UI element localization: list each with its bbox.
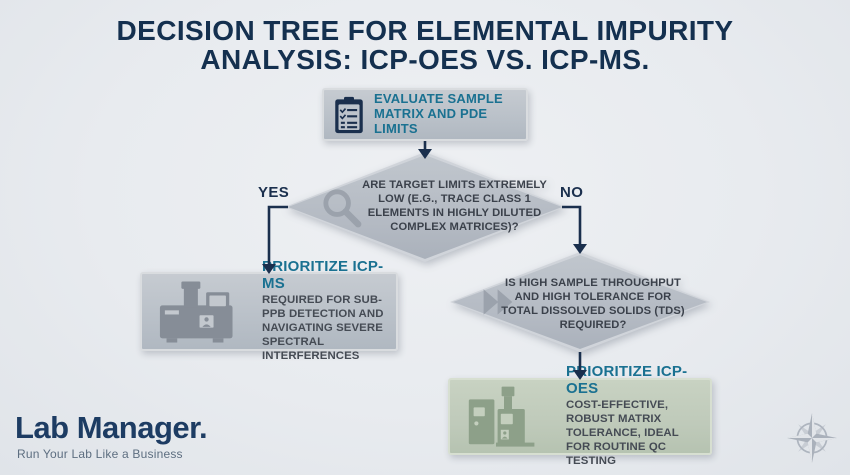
decision-node-throughput-tds: IS HIGH SAMPLE THROUGHPUT AND HIGH TOLER…	[450, 252, 710, 352]
fast-forward-icon	[482, 288, 516, 321]
outcome-icp-oes-description: COST-EFFECTIVE, ROBUST MATRIX TOLERANCE,…	[566, 399, 679, 467]
clipboard-checklist-icon	[334, 96, 364, 134]
outcome-icp-ms-title: PRIORITIZE ICP-MS	[262, 258, 384, 292]
lab-manager-logo: Lab Manager.	[15, 410, 208, 445]
magnifier-icon	[321, 187, 363, 234]
branch-label-yes: YES	[258, 184, 290, 201]
icp-ms-instrument-icon	[150, 279, 254, 345]
branch-label-no: NO	[560, 184, 584, 201]
outcome-icp-ms-description: REQUIRED FOR SUB-PPB DETECTION AND NAVIG…	[262, 294, 384, 362]
start-node-evaluate-sample: EVALUATE SAMPLE MATRIX AND PDE LIMITS	[322, 88, 528, 141]
outcome-icp-oes-title: PRIORITIZE ICP-OES	[566, 363, 688, 397]
icp-oes-instrument-icon	[458, 385, 558, 449]
decision1-question: ARE TARGET LIMITS EXTREMELY LOW (E.G., T…	[362, 179, 547, 233]
page-title-line1: DECISION TREE FOR ELEMENTAL IMPURITY	[116, 15, 734, 46]
start-node-label: EVALUATE SAMPLE MATRIX AND PDE LIMITS	[374, 91, 503, 136]
decision-node-target-limits: ARE TARGET LIMITS EXTREMELY LOW (E.G., T…	[285, 152, 565, 262]
logo-tagline: Run Your Lab Like a Business	[17, 447, 183, 461]
outcome-node-icp-ms: PRIORITIZE ICP-MS REQUIRED FOR SUB-PPB D…	[140, 258, 398, 362]
compass-rose-icon	[786, 412, 838, 469]
outcome-node-icp-oes: PRIORITIZE ICP-OES COST-EFFECTIVE, ROBUS…	[448, 363, 712, 467]
decision2-question: IS HIGH SAMPLE THROUGHPUT AND HIGH TOLER…	[501, 277, 685, 331]
page-title-line2: ANALYSIS: ICP-OES VS. ICP-MS.	[200, 44, 650, 76]
